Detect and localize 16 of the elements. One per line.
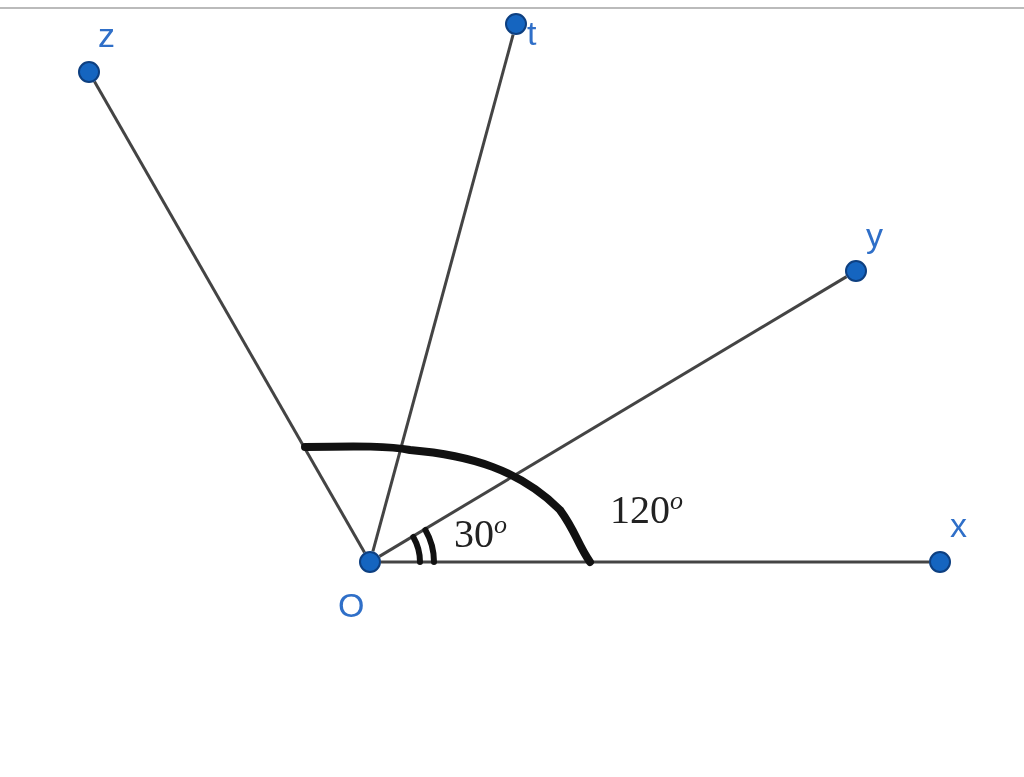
- angle-label: 30$^{o}$: [454, 512, 507, 555]
- point-dot: [845, 260, 867, 282]
- point-label: x: [950, 508, 967, 542]
- point-dot: [78, 61, 100, 83]
- point-dot: [929, 551, 951, 573]
- ray-line: [93, 80, 366, 554]
- point-label: y: [866, 218, 883, 252]
- point-label: O: [338, 588, 365, 622]
- point-label: z: [98, 18, 115, 52]
- point-dot: [359, 551, 381, 573]
- angle-label: 120$^{o}$: [610, 488, 683, 531]
- point-label: t: [527, 16, 537, 50]
- ray-line: [381, 560, 929, 564]
- point-dot: [505, 13, 527, 35]
- ray-line: [378, 275, 848, 558]
- ray-line: [371, 34, 515, 552]
